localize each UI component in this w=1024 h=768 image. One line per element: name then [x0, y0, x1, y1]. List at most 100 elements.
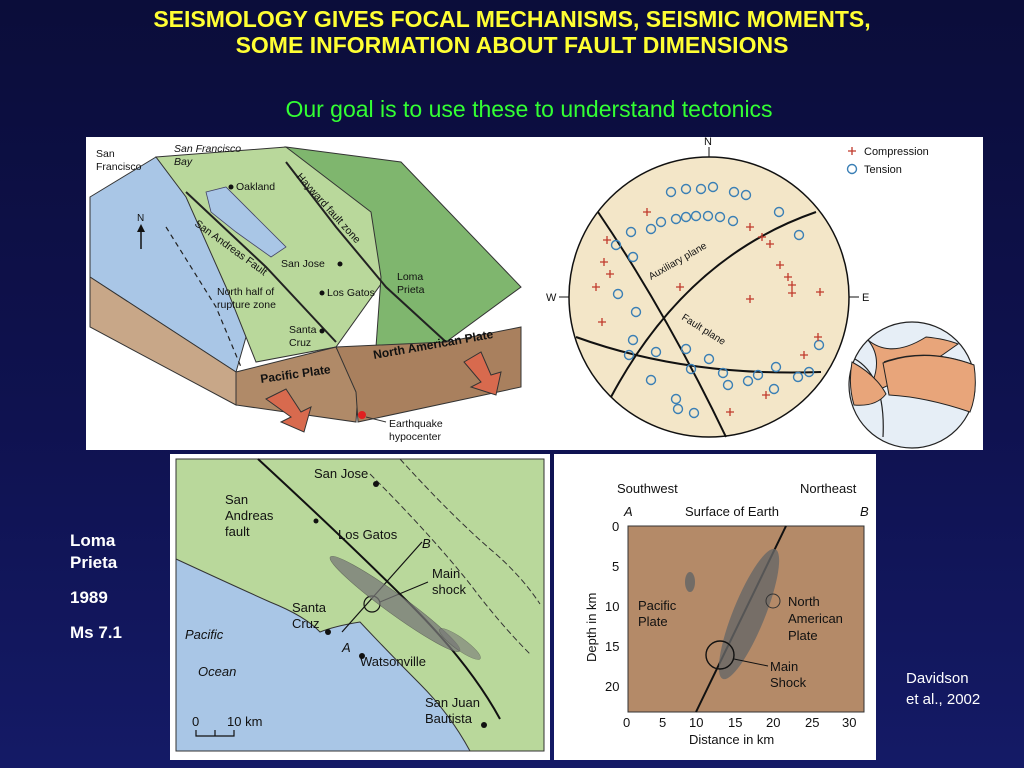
x-axis-label: Distance in km [689, 732, 774, 747]
x-tick-5: 5 [659, 715, 666, 730]
north-arrow-head [137, 224, 145, 232]
tension-point [645, 223, 657, 235]
compression-point [788, 289, 796, 297]
top-figure: N San Francisco San Francisco Bay Oaklan… [86, 136, 983, 450]
tension-point [690, 210, 702, 222]
legend-compression: Compression [864, 146, 929, 158]
x-ticks: 0 5 10 15 20 25 30 [623, 715, 856, 730]
compass-w: W [546, 292, 557, 304]
compression-point [814, 333, 822, 341]
tension-point [680, 211, 692, 223]
tension-point [627, 334, 639, 346]
hayward-fault-line [285, 161, 447, 343]
x-tick-20: 20 [766, 715, 780, 730]
label-main-shock-1: Main [770, 659, 798, 674]
stereonet: N E W Auxiliary plane Fault plane [546, 136, 976, 449]
tension-point [813, 339, 825, 351]
label-san-jose: San Jose [281, 258, 325, 270]
tension-point [672, 403, 684, 415]
map-label-b: B [422, 536, 431, 551]
map-label-san-andreas-1: San [225, 492, 248, 507]
credit: Davidson et al., 2002 [906, 668, 980, 710]
map-santa-cruz-dot [325, 629, 331, 635]
scale-bar [195, 730, 235, 737]
tension-point [680, 343, 692, 355]
x-tick-15: 15 [728, 715, 742, 730]
compression-point [800, 351, 808, 359]
compression-point [643, 208, 651, 216]
compression-point [606, 270, 614, 278]
label-pacific-2: Plate [638, 614, 668, 629]
slide-title: SEISMOLOGY GIVES FOCAL MECHANISMS, SEISM… [0, 6, 1024, 58]
compression-point [784, 273, 792, 281]
y-ticks: 0 5 10 15 20 [605, 519, 619, 694]
compression-point [592, 283, 600, 291]
tension-point [680, 183, 692, 195]
label-north-half-2: rupture zone [217, 299, 276, 311]
map-label-santa-cruz-1: Santa [292, 600, 327, 615]
side-label: Loma Prieta 1989 Ms 7.1 [70, 530, 122, 644]
compression-point [603, 236, 611, 244]
crust-side [89, 276, 237, 406]
main-shock-circle [705, 640, 735, 670]
tension-point [773, 206, 785, 218]
map-label-main-shock-1: Main [432, 566, 460, 581]
tension-point [610, 239, 622, 251]
label-sf-bay-1: San Francisco [174, 143, 241, 155]
tension-point [645, 374, 657, 386]
tension-point [703, 353, 715, 365]
scale-zero: 0 [192, 714, 199, 729]
tension-point [612, 288, 624, 300]
label-san-francisco-1: San [96, 148, 115, 160]
legend-compression-icon [848, 147, 856, 155]
pacific-motion-arrow [265, 388, 312, 433]
compression-point [746, 295, 754, 303]
north-label: N [137, 213, 144, 224]
label-los-gatos: Los Gatos [327, 287, 375, 299]
label-san-francisco-2: Francisco [96, 161, 142, 173]
map-label-pacific: Pacific [185, 627, 224, 642]
beach-ball-wedge-2 [849, 361, 887, 406]
dashed-offshore-fault [165, 226, 242, 368]
map-san-juan-dot [481, 722, 487, 728]
san-andreas-fault-line [185, 191, 337, 343]
tension-point [650, 346, 662, 358]
tension-point [728, 186, 740, 198]
compression-point [816, 288, 824, 296]
slide-subtitle: Our goal is to use these to understand t… [285, 96, 773, 122]
map-ocean [175, 558, 471, 752]
y-tick-20: 20 [605, 679, 619, 694]
nodal-plane-lower [575, 336, 822, 374]
main-shock-leader [733, 658, 769, 667]
beach-ball [848, 321, 976, 449]
title-line-2: SOME INFORMATION ABOUT FAULT DIMENSIONS [235, 32, 789, 58]
label-b: B [860, 504, 869, 519]
label-santa-cruz-2: Cruz [289, 337, 311, 349]
compass-e: E [862, 292, 869, 304]
legend-tension: Tension [864, 164, 902, 176]
x-tick-0: 0 [623, 715, 630, 730]
map-secondary-fault-2 [369, 473, 531, 655]
tension-point [722, 379, 734, 391]
cross-section-figure: Southwest Northeast A B Surface of Earth… [554, 454, 876, 760]
tension-point [625, 226, 637, 238]
scale-ten: 10 km [227, 714, 262, 729]
label-oakland: Oakland [236, 181, 275, 193]
compression-point [762, 391, 770, 399]
aftershock-column [718, 548, 780, 680]
compression-point [788, 281, 796, 289]
map-watsonville-dot [359, 653, 365, 659]
legend-tension-icon [846, 163, 858, 175]
compression-point [758, 233, 766, 241]
bay [205, 186, 287, 258]
map-label-ocean: Ocean [198, 664, 236, 679]
compression-point [746, 223, 754, 231]
map-secondary-fault [399, 458, 541, 605]
tension-point [685, 363, 697, 375]
label-hypocenter-1: Earthquake [389, 418, 443, 430]
label-loma-prieta-2: Prieta [397, 284, 425, 296]
label-sf-bay-2: Bay [174, 156, 193, 168]
tension-point [717, 367, 729, 379]
tension-point [803, 366, 815, 378]
label-surface: Surface of Earth [685, 504, 779, 519]
